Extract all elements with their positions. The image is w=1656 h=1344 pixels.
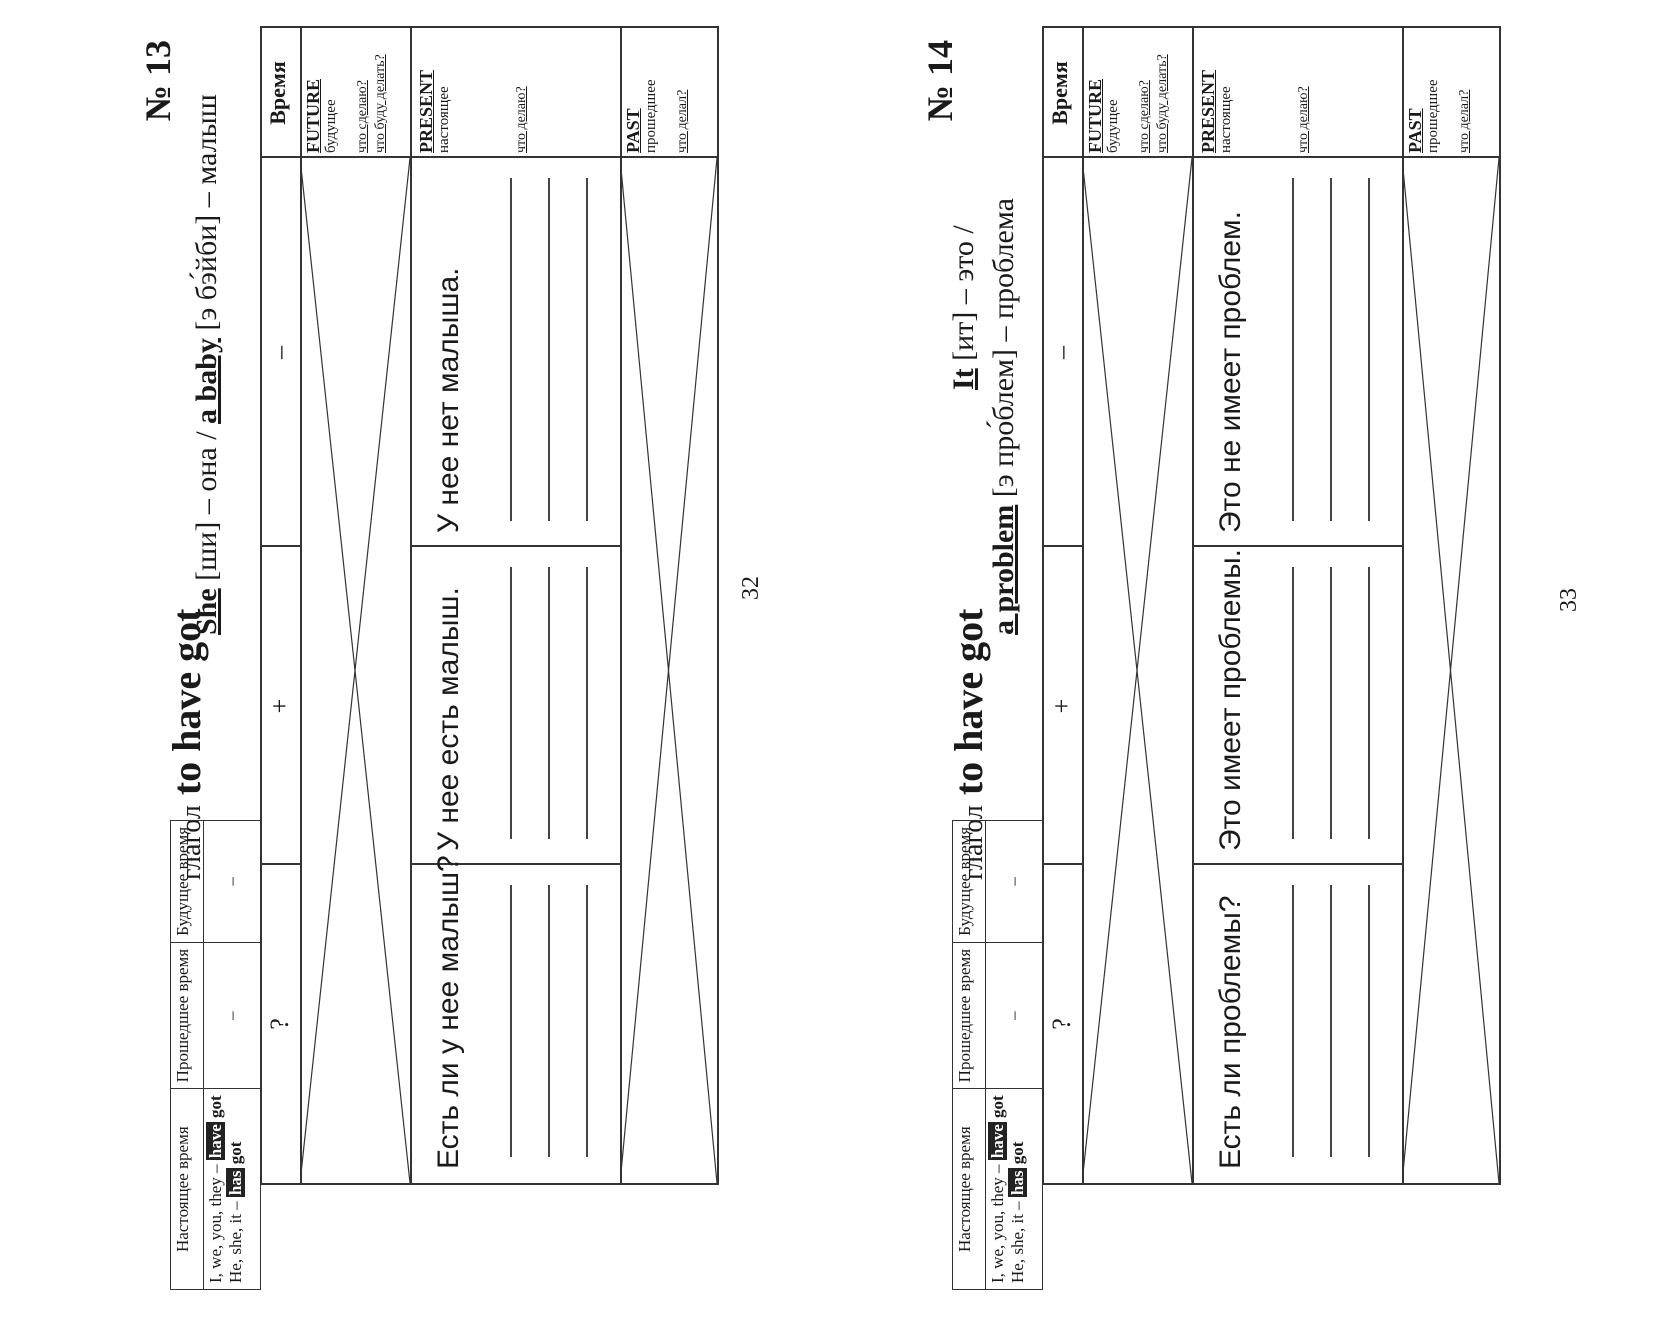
col-plus-header: + — [1047, 698, 1076, 714]
row2-pre: He, she, it – — [226, 1201, 245, 1283]
col-plus-header: + — [265, 698, 294, 714]
future-hint-2: что буду делать? — [373, 54, 388, 153]
vocab-translation-2: [э бэ́йби] – малыш — [190, 94, 223, 331]
present-name: PRESENT — [1198, 69, 1218, 153]
vocab-word-2: a problem — [987, 504, 1020, 635]
row1-post: got — [988, 1095, 1007, 1118]
affirmative-prompt: Это имеет проблемы. — [1214, 549, 1247, 851]
workbook-page-left: № 13 глагол to have got Настоящее время … — [105, 26, 764, 1290]
tense-present: PRESENT настоящее что делаю? — [416, 33, 531, 153]
question-prompt: Есть ли у нее малыш? — [432, 855, 465, 1169]
present-forms: I, we, you, they – have got He, she, it … — [203, 1088, 261, 1290]
affirmative-prompt: У нее есть малыш. — [432, 587, 465, 851]
conjugation-table: Настоящее время Прошедшее время Будущее … — [952, 820, 1043, 1290]
row1-mark: have — [988, 1122, 1007, 1161]
vocab-word-2: a baby — [190, 338, 223, 424]
col-minus-header: – — [1047, 346, 1076, 359]
exercise-number: № 13 — [138, 40, 178, 122]
col-time-header: Время — [1047, 61, 1072, 125]
past-row-cross — [1402, 158, 1499, 1183]
present-affirmative-cell[interactable]: Это имеет проблемы. — [1192, 547, 1402, 865]
vocab-line: She [ши] – она / a baby [э бэ́йби] – мал… — [190, 94, 224, 635]
row2-post: got — [226, 1141, 245, 1165]
present-forms: I, we, you, they – have got He, she, it … — [985, 1088, 1043, 1290]
vocab-translation: [ит] – это / — [947, 225, 980, 361]
future-value: – — [985, 820, 1043, 943]
row2-mark: has — [1008, 1168, 1027, 1198]
past-value: – — [203, 942, 261, 1089]
exercise-grid: ? + – Время FUTURE будущее что сделаю? ч… — [1042, 26, 1501, 1185]
present-question-cell[interactable]: Есть ли проблемы? — [1192, 865, 1402, 1183]
tense-past: PAST прошедшее что делал? — [1405, 33, 1474, 153]
future-name: FUTURE — [1085, 78, 1105, 153]
row1-post: got — [206, 1095, 225, 1118]
head-present: Настоящее время — [170, 1088, 204, 1290]
row1-pre: I, we, you, they – — [988, 1164, 1007, 1283]
vocab-translation-2: [э про́блем] – проблема — [987, 198, 1020, 498]
past-row-cross — [620, 158, 717, 1183]
title-main: to have got — [164, 608, 209, 796]
head-future: Будущее время — [170, 820, 204, 943]
future-value: – — [203, 820, 261, 943]
vocab-translation: [ши] – она / — [190, 431, 223, 581]
negative-prompt: Это не имеет проблем. — [1214, 210, 1247, 533]
head-present: Настоящее время — [952, 1088, 986, 1290]
workbook-page-right: № 14 глагол to have got Настоящее время … — [782, 0, 1610, 1344]
row2-post: got — [1008, 1141, 1027, 1165]
present-hint: что делаю? — [1296, 86, 1311, 153]
vocab-word: She — [190, 588, 223, 635]
present-hint: что делаю? — [514, 86, 529, 153]
col-time-header: Время — [265, 61, 290, 125]
past-hint: что делал? — [1457, 89, 1472, 153]
tense-present: PRESENT настоящее что делаю? — [1198, 33, 1313, 153]
row2-mark: has — [226, 1168, 245, 1198]
present-negative-cell[interactable]: У нее нет малыша. — [410, 158, 620, 547]
rotated-page-content: № 14 глагол to have got Настоящее время … — [887, 26, 1527, 1290]
future-hint-2: что буду делать? — [1155, 54, 1170, 153]
future-row-cross — [1082, 158, 1192, 1183]
tense-past: PAST прошедшее что делал? — [623, 33, 692, 153]
future-ru: будущее — [1105, 99, 1121, 153]
future-name: FUTURE — [303, 78, 323, 153]
present-ru: настоящее — [436, 86, 452, 153]
page-number: 32 — [738, 576, 764, 600]
row1-mark: have — [206, 1122, 225, 1161]
future-row-cross — [300, 158, 410, 1183]
col-question-header: ? — [1047, 1018, 1076, 1030]
exercise-number: № 14 — [920, 40, 960, 122]
exercise-grid: ? + – Время FUTURE будущее что сделаю? ч… — [260, 26, 719, 1185]
present-affirmative-cell[interactable]: У нее есть малыш. — [410, 547, 620, 865]
past-value: – — [985, 942, 1043, 1089]
tense-future: FUTURE будущее что сделаю? что буду дела… — [1085, 33, 1172, 153]
negative-prompt: У нее нет малыша. — [432, 267, 465, 533]
vocab-line-1: It [ит] – это / — [947, 225, 981, 390]
tense-future: FUTURE будущее что сделаю? что буду дела… — [303, 33, 390, 153]
present-ru: настоящее — [1218, 86, 1234, 153]
head-past: Прошедшее время — [952, 942, 986, 1089]
title-main: to have got — [946, 608, 991, 796]
head-past: Прошедшее время — [170, 942, 204, 1089]
present-question-cell[interactable]: Есть ли у нее малыш? — [410, 855, 620, 1183]
present-name: PRESENT — [416, 69, 436, 153]
conjugation-table: Настоящее время Прошедшее время Будущее … — [170, 820, 261, 1290]
vocab-line-2: a problem [э про́блем] – проблема — [987, 198, 1021, 635]
head-future: Будущее время — [952, 820, 986, 943]
rotated-page-content: № 13 глагол to have got Настоящее время … — [105, 26, 745, 1290]
col-question-header: ? — [265, 1018, 294, 1030]
vocab-word: It — [947, 368, 980, 390]
past-name: PAST — [1405, 108, 1425, 153]
past-ru: прошедшее — [643, 79, 659, 153]
question-prompt: Есть ли проблемы? — [1214, 895, 1247, 1170]
page-number: 33 — [1556, 588, 1582, 612]
past-hint: что делал? — [675, 89, 690, 153]
row2-pre: He, she, it – — [1008, 1201, 1027, 1283]
present-negative-cell[interactable]: Это не имеет проблем. — [1192, 158, 1402, 547]
past-ru: прошедшее — [1425, 79, 1441, 153]
past-name: PAST — [623, 108, 643, 153]
row1-pre: I, we, you, they – — [206, 1164, 225, 1283]
future-ru: будущее — [323, 99, 339, 153]
col-minus-header: – — [265, 346, 294, 359]
future-hint-1: что сделаю? — [355, 80, 370, 153]
future-hint-1: что сделаю? — [1137, 80, 1152, 153]
